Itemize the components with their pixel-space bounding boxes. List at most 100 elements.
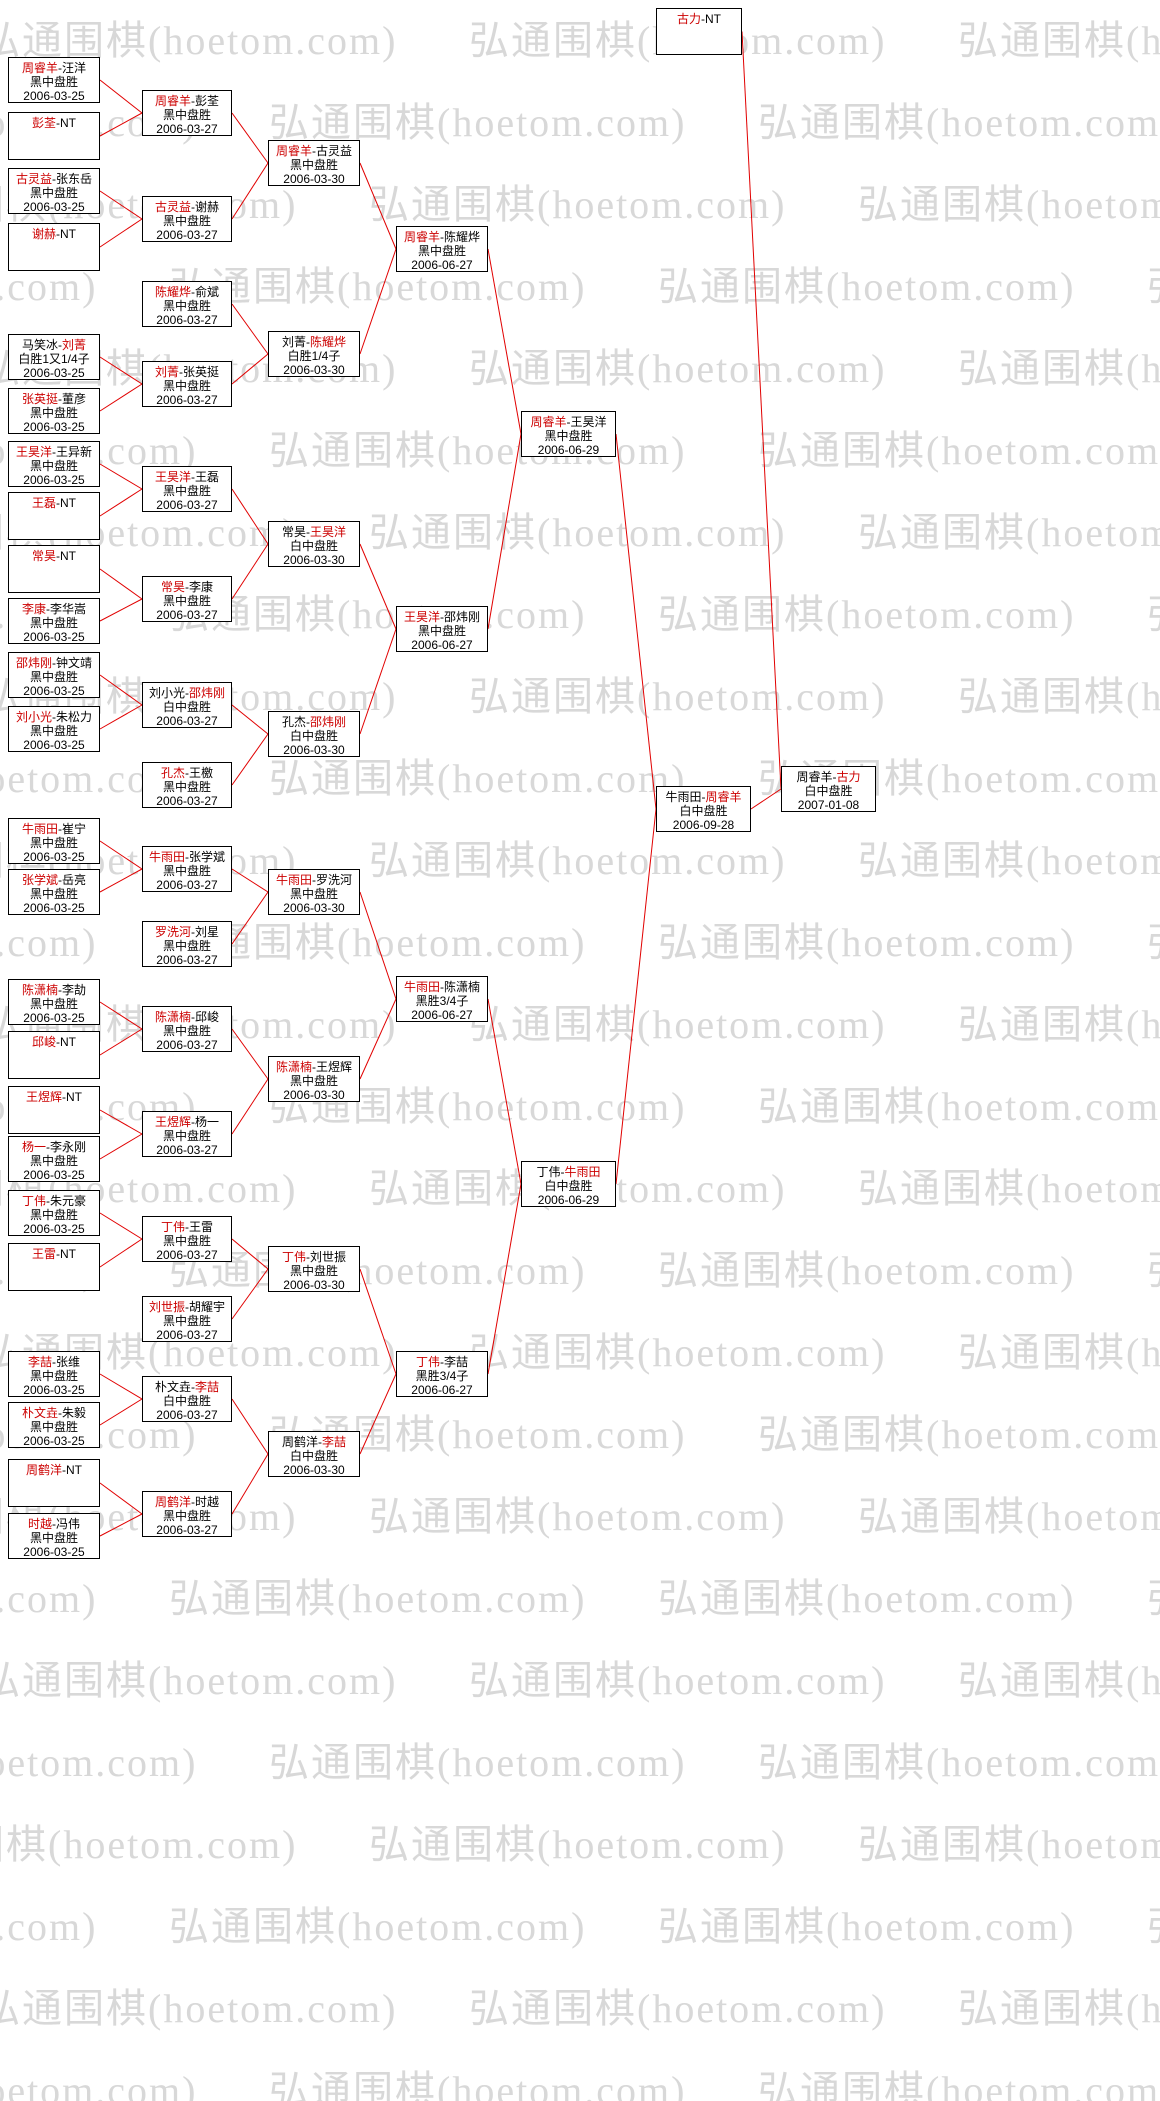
match-result: 黑中盘胜: [29, 836, 78, 850]
bracket-connector: [231, 891, 269, 945]
match-date: 2006-09-28: [672, 818, 735, 832]
match-date: 2006-06-27: [411, 1008, 473, 1022]
bracket-connector: [231, 1453, 269, 1515]
player-name: 邵炜刚: [444, 610, 481, 624]
player-name: 张学斌: [189, 850, 226, 864]
watermark-text: 弘通围棋(hoetom.com): [369, 838, 787, 883]
match-result: 黑中盘胜: [162, 864, 211, 878]
match-players: 王雷-NT: [31, 1247, 76, 1261]
match-date: 2006-03-27: [156, 953, 218, 967]
watermark-text: 弘通围棋(hoetom.com): [1147, 582, 1160, 640]
match-players: 邱峻-NT: [31, 1035, 76, 1049]
watermark-text: 弘通围棋(hoetom.com): [858, 1822, 1160, 1867]
match-result: 黑中盘胜: [29, 670, 78, 684]
match-result: 黑中盘胜: [29, 1154, 78, 1168]
player-name: 王昊洋: [15, 445, 52, 459]
watermark-text: 弘通围棋(hoetom.com): [169, 1904, 587, 1949]
match-date: 2006-03-27: [156, 1248, 218, 1262]
player-name: 王檄: [189, 766, 214, 780]
player-name: 周睿羊: [275, 144, 312, 158]
player-name: 杨一: [21, 1140, 46, 1154]
match-result: 黑中盘胜: [162, 108, 211, 122]
match-date: 2006-03-27: [156, 393, 218, 407]
match-result: 黑中盘胜: [162, 1024, 211, 1038]
player-name: 刘菁: [62, 338, 87, 352]
player-name: 李康: [21, 602, 46, 616]
match-result: 黑中盘胜: [162, 594, 211, 608]
player-name: 王煜辉: [316, 1060, 353, 1074]
match-date: 2006-03-25: [23, 630, 85, 644]
player-name: 周鹤洋: [154, 1495, 191, 1509]
match-date: 2006-06-27: [411, 638, 473, 652]
bracket-connector: [750, 788, 782, 810]
match-players: 刘菁-张英挺: [154, 365, 220, 379]
match-result: 白中盘胜: [544, 1179, 593, 1193]
bracket-connector: [99, 1212, 143, 1240]
match-result: 黑中盘胜: [162, 1509, 211, 1523]
player-name: 王煜辉: [154, 1115, 191, 1129]
player-name: 陈潇楠: [275, 1060, 312, 1074]
match-players: 孔杰-王檄: [160, 766, 214, 780]
player-name: 陈潇楠: [21, 983, 58, 997]
match-result: 黑中盘胜: [162, 299, 211, 313]
bracket-connector: [99, 488, 143, 517]
bracket-connector: [359, 891, 397, 1000]
bracket-connector: [99, 218, 143, 248]
watermark-text: 弘通围棋(hoetom.com): [758, 1084, 1160, 1129]
player-name: 丁伟: [160, 1220, 185, 1234]
player-name: 李劼: [62, 983, 87, 997]
bracket-connector: [231, 1028, 269, 1080]
match-result: 黑中盘胜: [417, 244, 466, 258]
match-result: 黑中盘胜: [29, 887, 78, 901]
player-name: 汪洋: [62, 61, 87, 75]
match-players: 牛雨田-周睿羊: [665, 790, 742, 804]
player-name: 周鹤洋: [25, 1463, 62, 1477]
player-name: 冯伟: [56, 1517, 81, 1531]
match-date: 2006-03-27: [156, 1328, 218, 1342]
match-result: 白中盘胜: [679, 804, 728, 818]
bye-box-a16: 邱峻-NT: [8, 1031, 100, 1079]
match-date: 2006-03-30: [283, 743, 345, 757]
bracket-connector: [231, 112, 269, 164]
match-players: 周睿羊-王昊洋: [530, 415, 607, 429]
watermark-text: 弘通围棋(hoetom.com): [1147, 1566, 1160, 1624]
watermark-text: 弘通围棋(hoetom.com): [858, 1166, 1160, 1211]
match-players: 牛雨田-崔宁: [21, 822, 87, 836]
match-date: 2006-03-30: [283, 172, 345, 186]
bracket-connector: [231, 1268, 269, 1320]
player-name: 刘菁: [281, 335, 306, 349]
match-players: 周鹤洋-李喆: [281, 1435, 347, 1449]
watermark-text: 弘通围棋(hoetom.com): [469, 1658, 887, 1703]
watermark-text: 弘通围棋(hoetom.com): [169, 264, 587, 309]
player-name: 陈耀烨: [154, 285, 191, 299]
match-result: 白中盘胜: [162, 1394, 211, 1408]
player-name: 王昊洋: [154, 470, 191, 484]
player-name: 周睿羊: [154, 94, 191, 108]
player-name: 谢赫: [195, 200, 220, 214]
match-players: 马笑冰-刘菁: [21, 338, 87, 352]
match-result: 黑中盘胜: [417, 624, 466, 638]
player-name: 牛雨田: [403, 980, 440, 994]
player-name: 牛雨田: [665, 790, 702, 804]
player-name: 刘世振: [310, 1250, 347, 1264]
match-result: 白胜1/4子: [287, 349, 341, 363]
match-date: 2006-03-25: [23, 473, 85, 487]
watermark-text: 弘通围棋(hoetom.com): [658, 1248, 1076, 1293]
match-result: 黑中盘胜: [29, 75, 78, 89]
bracket-connector: [487, 1183, 522, 1375]
match-date: 2006-03-27: [156, 1523, 218, 1537]
bracket-connector: [359, 543, 397, 630]
